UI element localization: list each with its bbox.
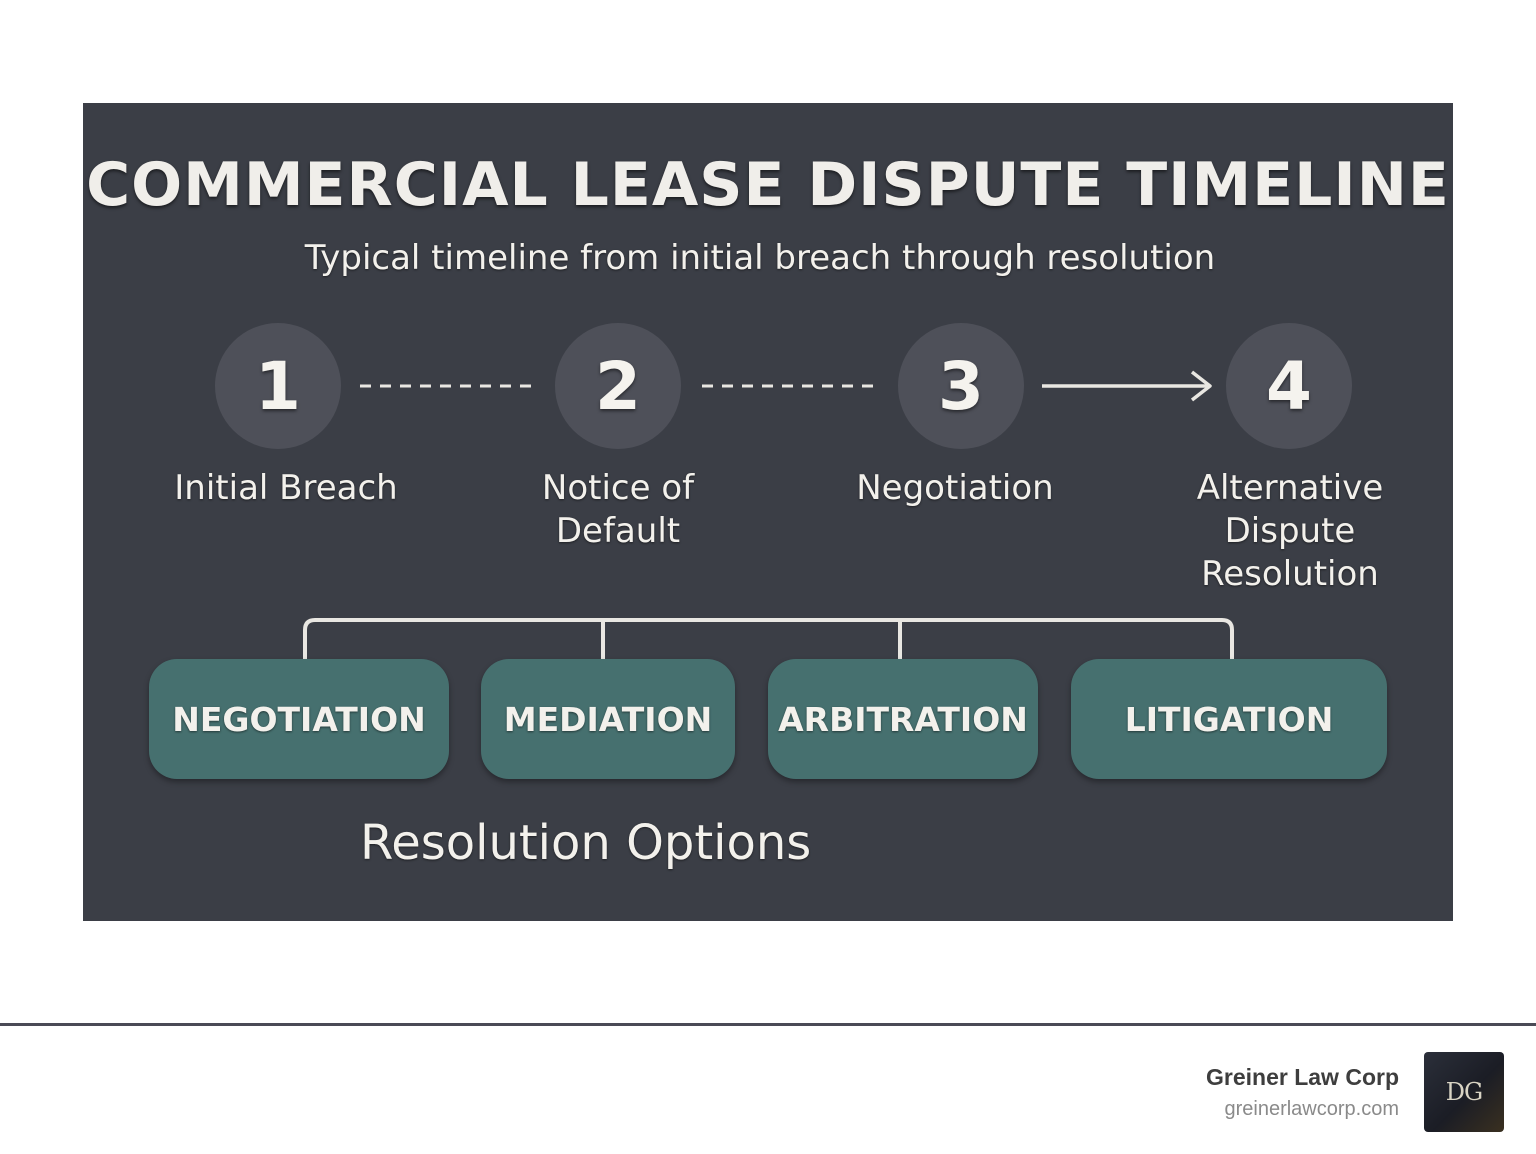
diagram-subtitle: Typical timeline from initial breach thr…	[304, 238, 1216, 278]
footer-divider	[0, 1023, 1536, 1026]
step-4-label: Alternative Dispute Resolution	[1196, 468, 1384, 594]
option-litigation: LITIGATION	[1071, 659, 1387, 779]
step-1-circle: 1	[215, 323, 341, 449]
diagram-panel	[83, 103, 1453, 921]
option-negotiation: NEGOTIATION	[149, 659, 449, 779]
step-4-circle: 4	[1226, 323, 1352, 449]
arrow-head-icon	[1190, 370, 1212, 402]
step-2-circle: 2	[555, 323, 681, 449]
diagram-title: COMMERCIAL LEASE DISPUTE TIMELINE	[86, 150, 1450, 220]
brand-logo[interactable]: DG	[1424, 1052, 1504, 1132]
brand-name[interactable]: Greiner Law Corp	[1206, 1064, 1399, 1090]
bracket-connector	[303, 618, 1234, 660]
brand-url[interactable]: greinerlawcorp.com	[1224, 1098, 1399, 1120]
option-arbitration: ARBITRATION	[768, 659, 1038, 779]
step-2-label: Notice of Default	[541, 468, 695, 551]
step-3-label: Negotiation	[856, 468, 1054, 508]
step-1-label: Initial Breach	[174, 468, 398, 508]
step-3-circle: 3	[898, 323, 1024, 449]
option-mediation: MEDIATION	[481, 659, 735, 779]
resolution-options-caption: Resolution Options	[360, 815, 812, 871]
